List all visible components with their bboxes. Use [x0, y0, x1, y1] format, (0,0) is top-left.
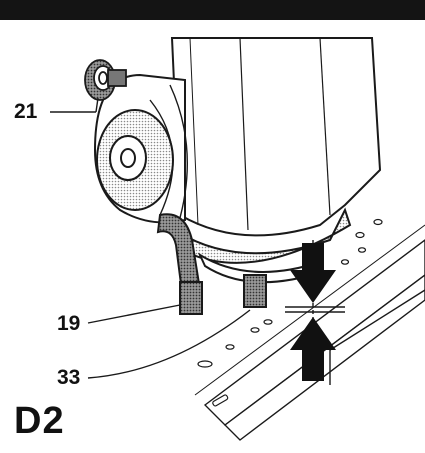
figure-label: D2 — [14, 400, 65, 442]
arrow-up-icon — [290, 317, 336, 381]
pump-illustration — [50, 37, 425, 441]
hose — [156, 213, 203, 315]
callout-33: 33 — [57, 366, 81, 389]
motor-endcap — [93, 73, 188, 226]
arrow-down-icon — [290, 243, 336, 303]
pump-housing — [170, 37, 382, 284]
callout-21: 21 — [14, 100, 38, 123]
knob-icon — [84, 59, 127, 101]
callout-19: 19 — [57, 312, 81, 335]
callout-leaders — [50, 97, 251, 379]
outlet-nozzle — [243, 274, 267, 308]
header-bar — [0, 0, 425, 20]
